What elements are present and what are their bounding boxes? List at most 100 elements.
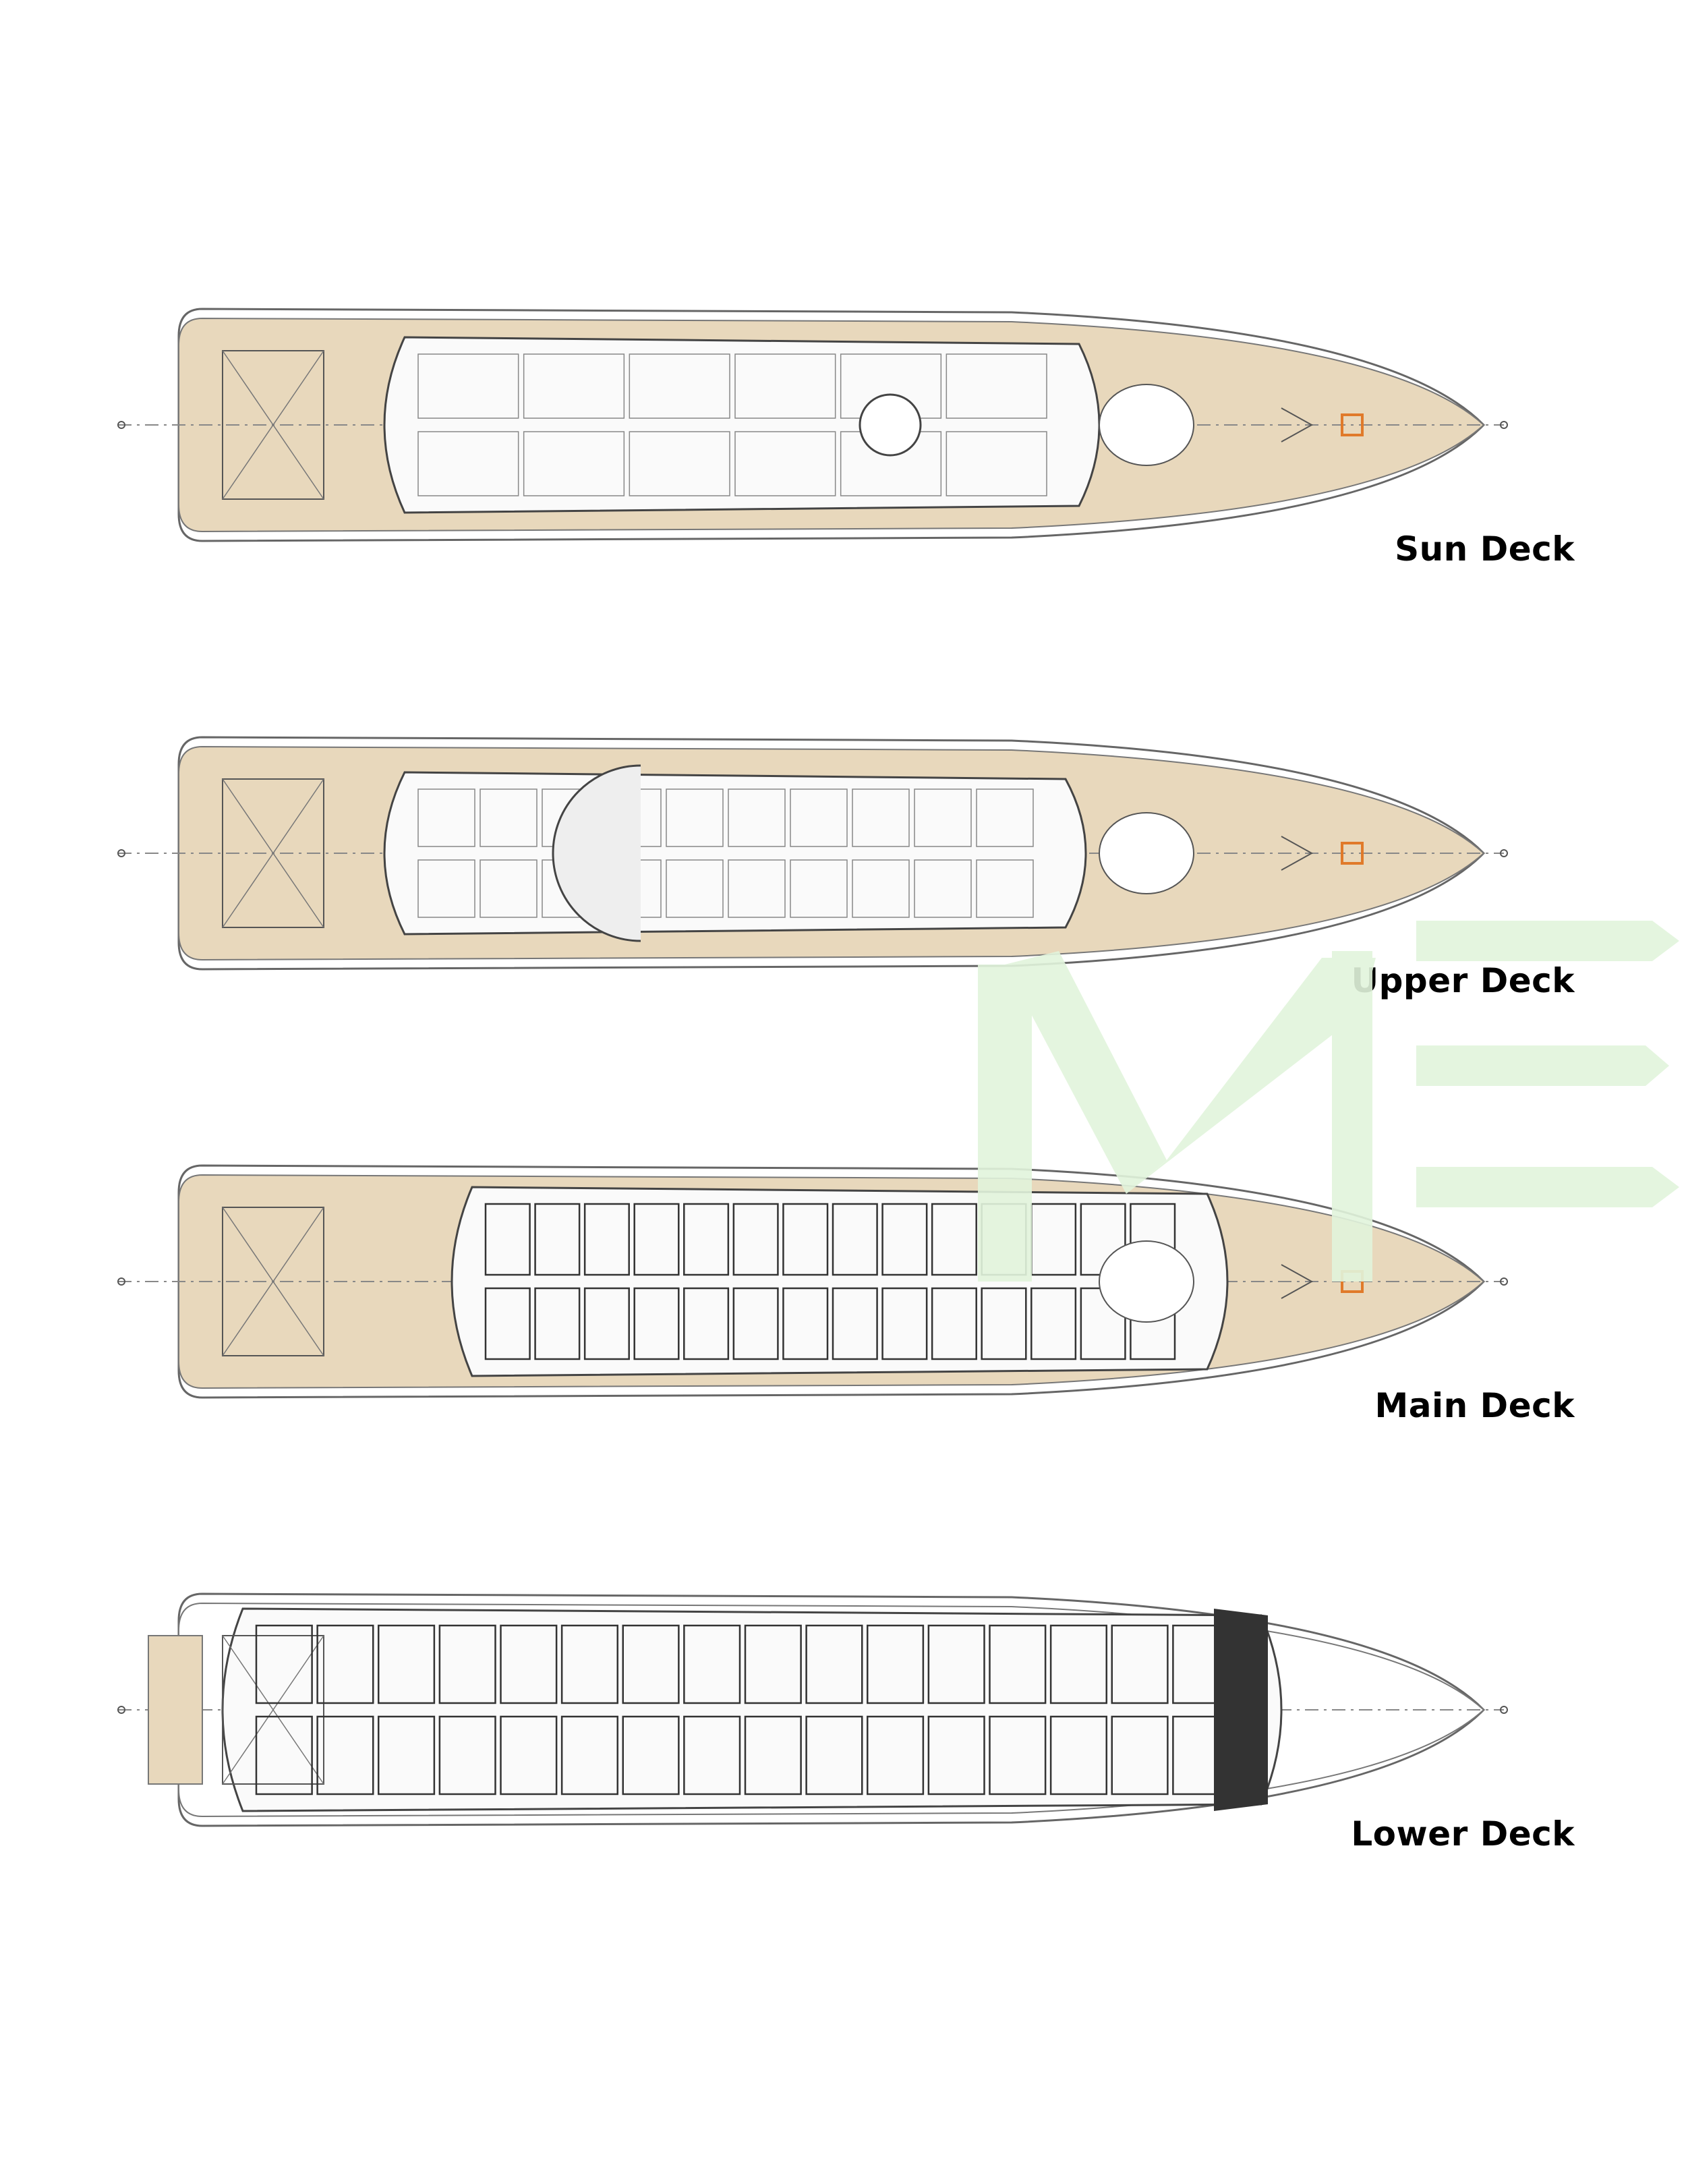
room: [989, 1624, 1047, 1704]
tender: [1099, 384, 1194, 466]
room: [683, 1715, 741, 1795]
jacuzzi: [859, 393, 922, 457]
room: [734, 353, 836, 419]
room: [805, 1715, 863, 1795]
lounge-round: [552, 764, 641, 942]
room: [927, 1624, 985, 1704]
centerline-marker: [1500, 1706, 1508, 1714]
windlass: [1281, 1264, 1314, 1299]
room: [1049, 1624, 1107, 1704]
superstructure: [221, 1607, 1283, 1812]
room: [417, 431, 519, 496]
room: [790, 788, 848, 847]
room: [881, 1287, 928, 1360]
room: [790, 859, 848, 918]
swim-platform: [148, 1635, 203, 1785]
superstructure: [383, 771, 1087, 936]
room: [666, 859, 724, 918]
room: [417, 788, 475, 847]
room: [683, 1287, 730, 1360]
room: [927, 1715, 985, 1795]
room: [523, 353, 625, 419]
room: [417, 353, 519, 419]
stern-platform: [222, 1207, 324, 1356]
room: [316, 1624, 374, 1704]
room: [438, 1624, 496, 1704]
room: [500, 1715, 558, 1795]
centerline-marker: [117, 849, 125, 857]
room: [1111, 1715, 1169, 1795]
centerline-marker: [117, 1277, 125, 1286]
tender: [1099, 1240, 1194, 1323]
room: [484, 1287, 531, 1360]
stern-cross-line: [222, 350, 324, 500]
room: [976, 788, 1034, 847]
windlass: [1281, 836, 1314, 871]
room: [633, 1287, 680, 1360]
room: [683, 1624, 741, 1704]
windlass: [1281, 407, 1314, 442]
superstructure: [450, 1186, 1229, 1377]
anchor-hatch: [1341, 413, 1364, 436]
stern-cross-line: [222, 1635, 324, 1785]
room: [629, 353, 730, 419]
centerline-marker: [117, 1706, 125, 1714]
room: [1030, 1287, 1077, 1360]
room: [852, 788, 910, 847]
stern-platform: [222, 778, 324, 928]
centerline-marker: [1500, 1277, 1508, 1286]
room: [417, 859, 475, 918]
room: [931, 1203, 977, 1276]
bulkhead: [1214, 1609, 1268, 1811]
centerline-marker: [1500, 849, 1508, 857]
room: [867, 1624, 925, 1704]
room: [378, 1624, 436, 1704]
room: [523, 431, 625, 496]
deck-label-upper: Upper Deck: [1351, 961, 1575, 1000]
upper-deck-drawing: [117, 736, 1508, 971]
room: [666, 788, 724, 847]
room: [583, 1287, 630, 1360]
room: [500, 1624, 558, 1704]
room: [633, 1203, 680, 1276]
stern-platform: [222, 1635, 324, 1785]
deck-label-main: Main Deck: [1374, 1386, 1575, 1425]
main-deck-drawing: [117, 1164, 1508, 1399]
room: [881, 1203, 928, 1276]
room: [732, 1287, 779, 1360]
room: [946, 353, 1047, 419]
room: [534, 1287, 581, 1360]
stern-platform: [222, 350, 324, 500]
room: [981, 1287, 1027, 1360]
room: [744, 1624, 802, 1704]
lower-deck-plan: Lower Deck: [0, 1568, 1686, 1853]
centerline-marker: [1500, 421, 1508, 429]
room: [622, 1624, 680, 1704]
room: [728, 788, 786, 847]
room: [560, 1715, 618, 1795]
room: [479, 788, 537, 847]
room: [560, 1624, 618, 1704]
upper-deck-plan: Upper Deck: [0, 712, 1686, 1000]
room: [832, 1203, 878, 1276]
centerline-marker: [117, 421, 125, 429]
main-deck-plan: Main Deck: [0, 1140, 1686, 1425]
room: [255, 1715, 313, 1795]
deck-label-sun: Sun Deck: [1395, 529, 1575, 569]
room: [805, 1624, 863, 1704]
room: [782, 1287, 829, 1360]
room: [931, 1287, 977, 1360]
room: [583, 1203, 630, 1276]
room: [534, 1203, 581, 1276]
room: [914, 788, 972, 847]
lower-deck-drawing: [117, 1592, 1508, 1827]
room: [629, 431, 730, 496]
stern-cross-line: [222, 1207, 324, 1356]
room: [976, 859, 1034, 918]
room: [989, 1715, 1047, 1795]
room: [728, 859, 786, 918]
room: [782, 1203, 829, 1276]
room: [744, 1715, 802, 1795]
stern-cross-line: [222, 778, 324, 928]
superstructure: [383, 336, 1101, 514]
